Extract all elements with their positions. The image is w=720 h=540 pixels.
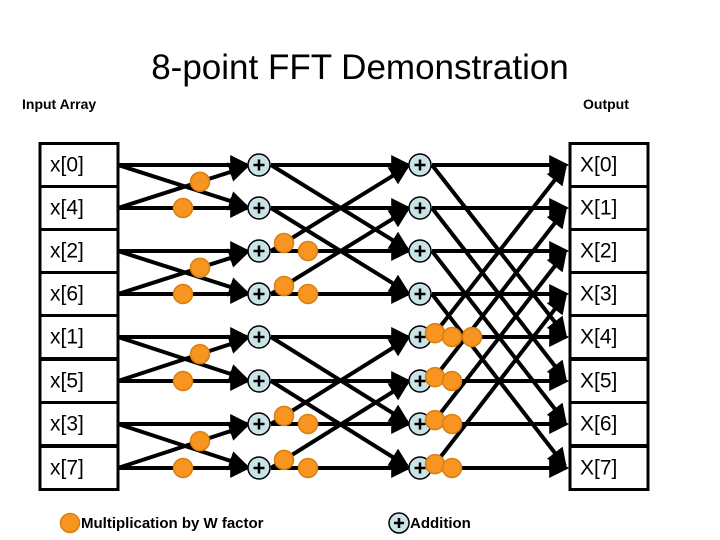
multiply-circle-icon <box>172 197 194 219</box>
input-box-label: x[3] <box>50 413 84 436</box>
output-box[interactable] <box>568 314 650 360</box>
multiply-circle-icon <box>59 512 81 534</box>
input-box[interactable] <box>38 228 120 274</box>
input-box-label: x[4] <box>50 197 84 220</box>
stage3-cross-wire <box>430 293 567 470</box>
multiply-circle-icon <box>461 326 483 348</box>
multiply-circle-icon <box>441 326 463 348</box>
input-box-label: x[1] <box>50 326 84 349</box>
multiply-circle-icon <box>273 275 295 297</box>
output-box-label: X[1] <box>580 197 617 220</box>
multiply-circle-icon <box>441 457 463 479</box>
multiply-circle-icon <box>424 366 446 388</box>
node-layer <box>172 153 483 480</box>
multiply-circle-icon <box>273 449 295 471</box>
multiply-circle-icon <box>172 283 194 305</box>
output-box-label: X[0] <box>580 154 617 177</box>
stage1-cross-wire <box>117 421 250 470</box>
legend: Multiplication by W factor Addition <box>59 512 471 534</box>
multiply-circle-icon <box>441 413 463 435</box>
output-box[interactable] <box>568 358 650 404</box>
output-box[interactable] <box>568 228 650 274</box>
output-box-label: X[2] <box>580 240 617 263</box>
input-box[interactable] <box>38 401 120 447</box>
multiply-circle-icon <box>273 232 295 254</box>
multiply-circle-icon <box>297 413 319 435</box>
legend-label: Multiplication by W factor <box>81 515 264 532</box>
multiply-circle-icon <box>189 430 211 452</box>
multiply-circle-icon <box>297 283 319 305</box>
multiply-circle-icon <box>424 453 446 475</box>
multiply-circle-icon <box>297 240 319 262</box>
multiply-circle-icon <box>273 405 295 427</box>
stage3-cross-wire <box>430 250 567 426</box>
stage2-cross-wire <box>269 381 410 470</box>
multiply-circle-icon <box>441 370 463 392</box>
multiply-circle-icon <box>189 343 211 365</box>
stage1-cross-wire <box>117 334 250 383</box>
input-box[interactable] <box>38 445 120 491</box>
input-array-header: Input Array <box>22 96 97 112</box>
input-box[interactable] <box>38 314 120 360</box>
wire-layer <box>117 155 570 478</box>
output-header: Output <box>583 96 629 112</box>
output-box-label: X[7] <box>580 457 617 480</box>
input-box[interactable] <box>38 358 120 404</box>
input-box-label: x[7] <box>50 457 84 480</box>
multiply-circle-icon <box>172 457 194 479</box>
input-box-label: x[2] <box>50 240 84 263</box>
multiply-circle-icon <box>189 257 211 278</box>
output-box-label: X[5] <box>580 370 617 393</box>
stage1-cross-wire <box>117 162 250 210</box>
box-layer: x[0] x[4] x[2] x[6] x[1] x[5] x[3] x[7] X[0] X[1]… <box>38 142 650 491</box>
stage1-cross-wire <box>117 248 250 296</box>
input-box-label: x[0] <box>50 154 84 177</box>
input-box[interactable] <box>38 142 120 188</box>
legend-label: Addition <box>410 515 471 532</box>
stage2-cross-wire <box>269 208 410 296</box>
output-box[interactable] <box>568 271 650 317</box>
multiply-circle-icon <box>189 171 211 192</box>
output-box-label: X[4] <box>580 326 617 349</box>
input-box-label: x[5] <box>50 370 84 393</box>
output-box[interactable] <box>568 142 650 188</box>
output-box-label: X[6] <box>580 413 617 436</box>
multiply-circle-icon <box>424 409 446 431</box>
page-title: 8-point FFT Demonstration <box>151 48 569 87</box>
multiply-circle-icon <box>424 322 446 344</box>
input-box[interactable] <box>38 271 120 317</box>
multiply-circle-icon <box>297 457 319 479</box>
multiply-circle-icon <box>172 370 194 392</box>
input-box[interactable] <box>38 185 120 231</box>
output-box[interactable] <box>568 445 650 491</box>
output-box-label: X[3] <box>580 283 617 306</box>
input-box-label: x[6] <box>50 283 84 306</box>
